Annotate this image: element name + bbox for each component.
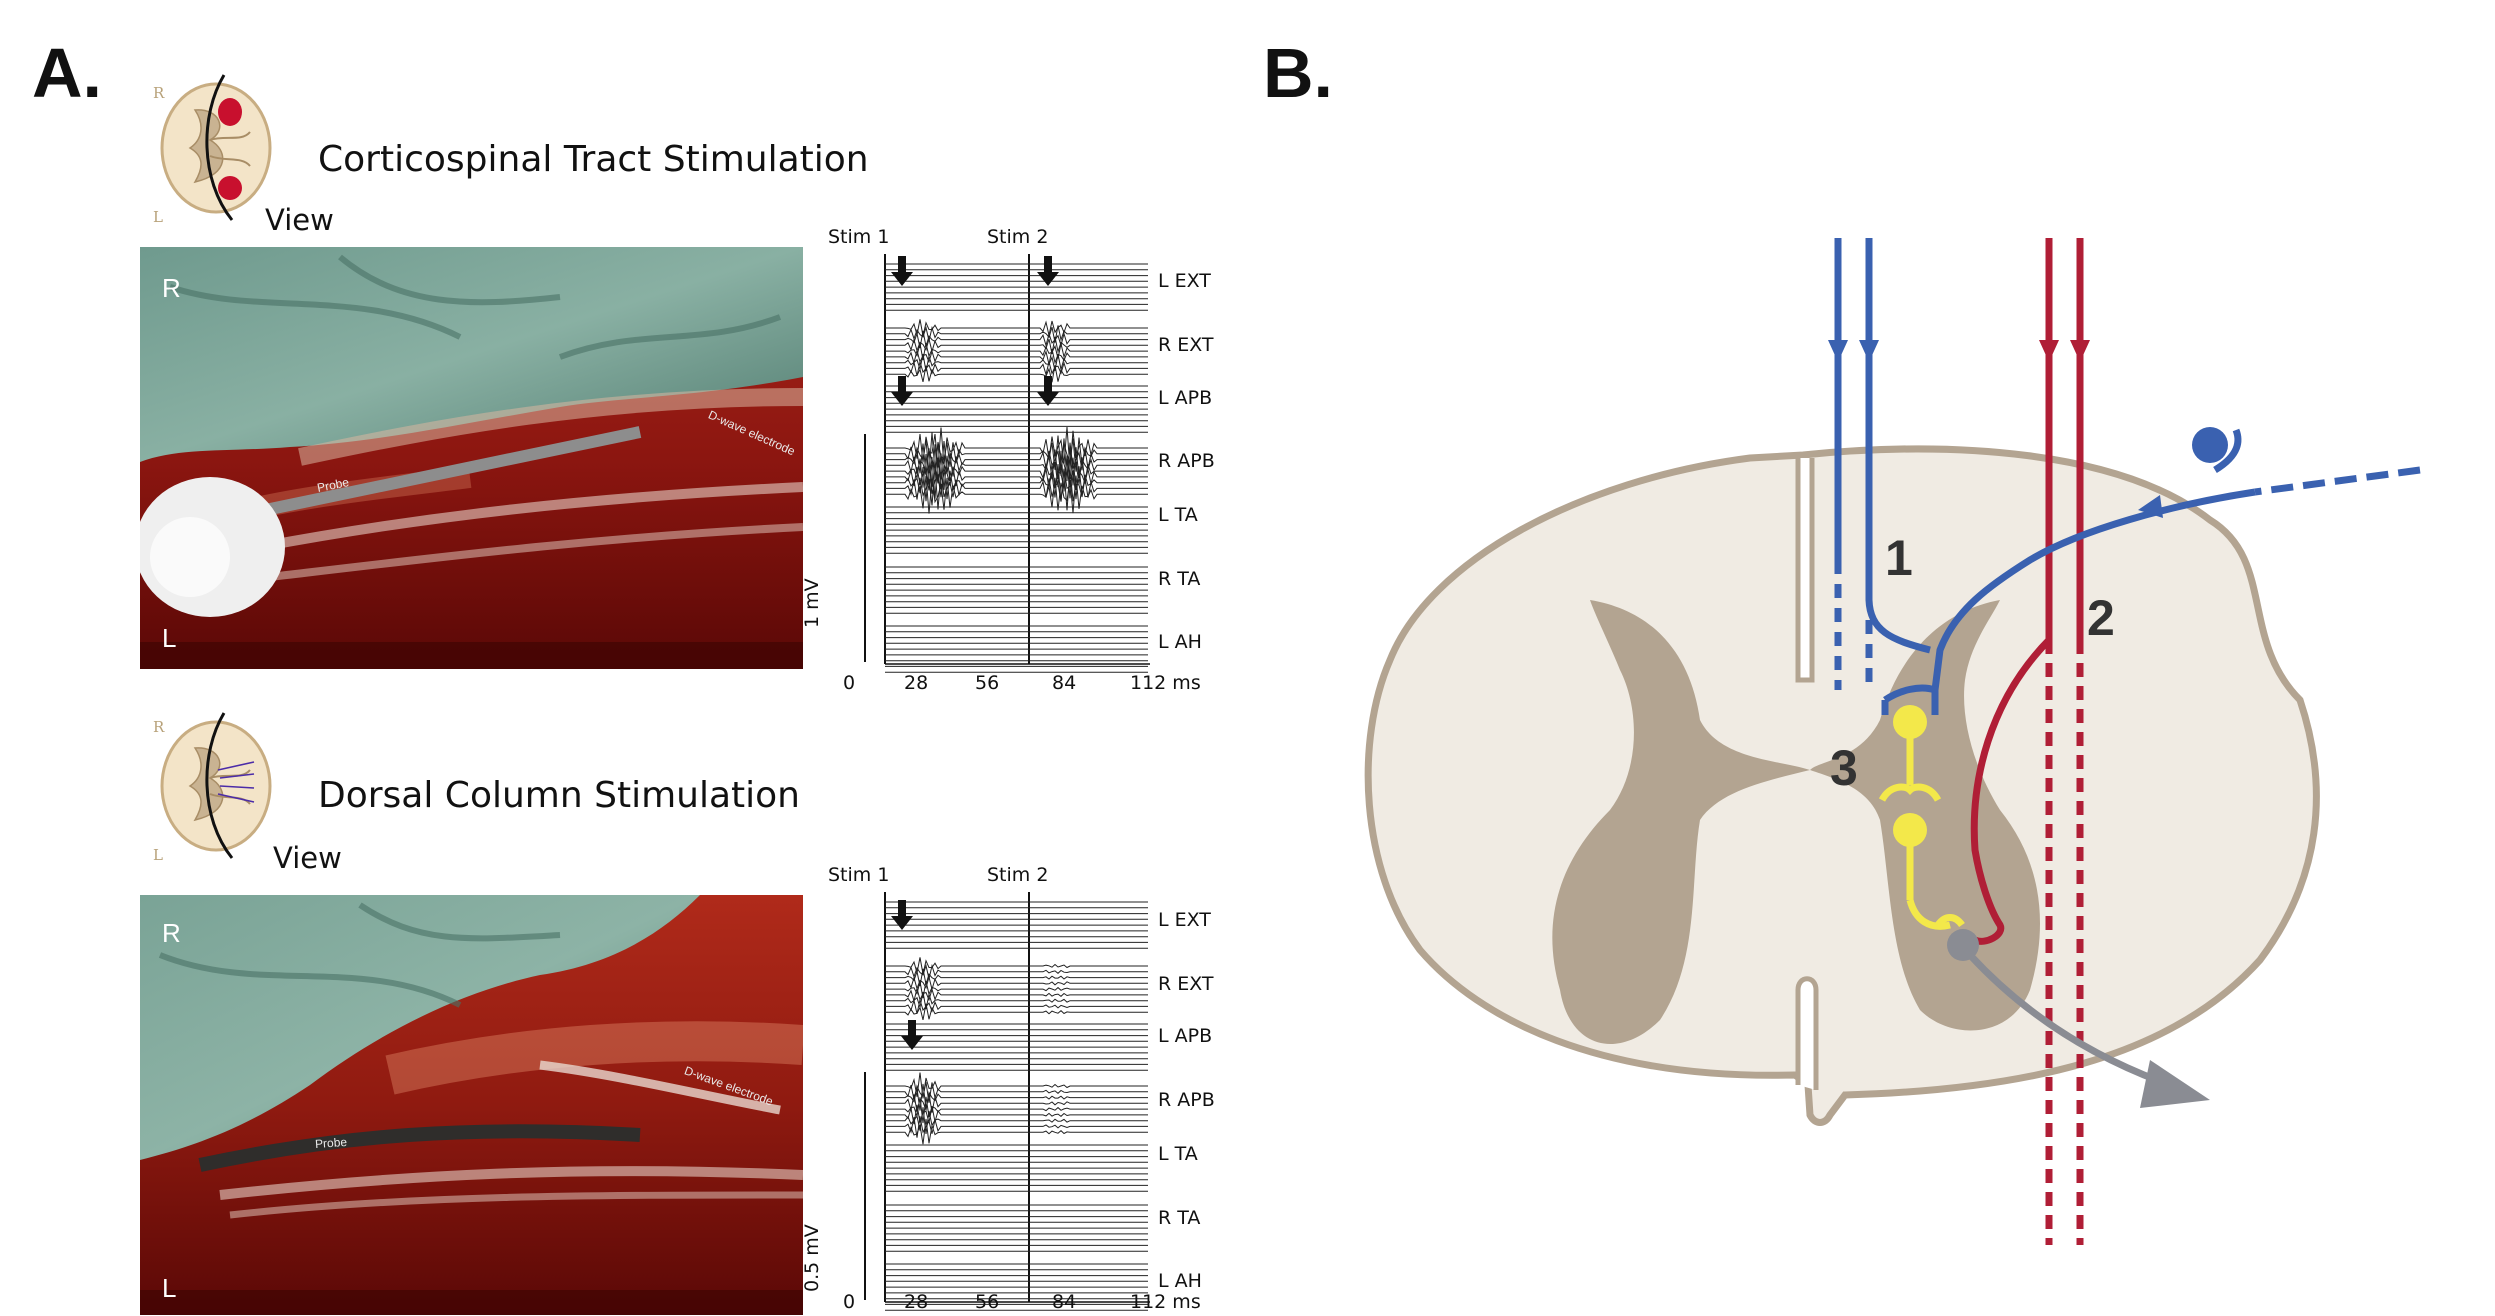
dorsal-median-sulcus — [1795, 458, 1815, 683]
emg-trace-group — [885, 506, 1148, 554]
muscle-label-top-3: R APB — [1158, 450, 1215, 472]
emg-trace-group — [885, 1072, 1148, 1145]
response-arrow — [891, 256, 913, 286]
emg-traces-bottom — [864, 892, 1150, 1311]
emg-trace-group — [885, 426, 1148, 514]
scale-label-bottom: 0.5 mV — [801, 1224, 823, 1292]
photo-r-label: R — [162, 273, 181, 303]
pathway-label-3: 3 — [1830, 740, 1858, 796]
x-tick-bottom-1: 28 — [904, 1291, 929, 1313]
panel-b-letter: B. — [1263, 34, 1333, 112]
surgical-photo-top: R L Probe D-wave electrode — [140, 247, 803, 669]
title-corticospinal: Corticospinal Tract Stimulation — [318, 139, 869, 180]
panel-a-letter: A. — [32, 34, 102, 112]
view-label-bottom: View — [273, 841, 342, 875]
muscle-label-bottom-6: L AH — [1158, 1270, 1202, 1292]
response-arrow — [891, 376, 913, 406]
stim1-label-top: Stim 1 — [828, 226, 890, 248]
emg-trace-group — [885, 1263, 1148, 1311]
response-arrow — [1037, 376, 1059, 406]
stim2-label-top: Stim 2 — [987, 226, 1049, 248]
surgical-field-image-b — [140, 895, 803, 1315]
stim2-label-bottom: Stim 2 — [987, 864, 1049, 886]
spinal-cord-diagram: 1 2 3 — [1364, 238, 2421, 1245]
schematic-r-label-b: R — [153, 718, 165, 736]
pathway-label-2: 2 — [2087, 590, 2115, 646]
view-label-top: View — [265, 203, 334, 237]
x-tick-bottom-2: 56 — [975, 1291, 1000, 1313]
muscle-label-bottom-0: L EXT — [1158, 909, 1211, 931]
motor-axon — [1967, 952, 2172, 1089]
emg-trace-group — [885, 263, 1148, 311]
cord-schematic-top — [160, 74, 272, 221]
motor-axon-arrow — [2140, 1060, 2210, 1108]
emg-trace-group — [885, 625, 1148, 673]
motor-neuron — [1947, 929, 1979, 961]
x-tick-top-4: 112 ms — [1130, 672, 1201, 694]
emg-trace-group — [885, 1144, 1148, 1192]
afferent-cell-body — [2192, 427, 2228, 463]
stimulated-tract-right — [218, 98, 242, 126]
stim1-label-bottom: Stim 1 — [828, 864, 890, 886]
emg-trace-group — [885, 319, 1148, 383]
afferent-arrow — [2138, 495, 2163, 518]
response-arrow — [1037, 256, 1059, 286]
interneuron-1 — [1893, 705, 1927, 739]
arrow-down-blue-2 — [1859, 340, 1879, 362]
pathway-label-1: 1 — [1885, 530, 1913, 586]
grey-matter-right — [1810, 600, 2040, 1031]
x-tick-top-3: 84 — [1052, 672, 1077, 694]
x-tick-bottom-3: 84 — [1052, 1291, 1077, 1313]
muscle-label-top-4: L TA — [1158, 504, 1198, 526]
muscle-label-top-2: L APB — [1158, 387, 1213, 409]
x-tick-top-2: 56 — [975, 672, 1000, 694]
ventral-median-fissure — [1795, 976, 1819, 1090]
surgical-photo-bottom: R L Probe D-wave electrode — [140, 895, 803, 1315]
emg-trace-group — [885, 1023, 1148, 1071]
emg-trace-group — [885, 566, 1148, 614]
muscle-label-bottom-3: R APB — [1158, 1089, 1215, 1111]
response-arrow — [901, 1020, 923, 1050]
muscle-label-bottom-2: L APB — [1158, 1025, 1213, 1047]
arrow-down-red-2 — [2070, 340, 2090, 362]
muscle-label-top-0: L EXT — [1158, 270, 1211, 292]
stimulated-tract-left — [218, 176, 242, 200]
photo-l-label-b: L — [162, 1273, 177, 1303]
schematic-l-label-b: L — [153, 846, 163, 864]
pathway-2-red — [1970, 238, 2084, 1245]
title-dorsal-column: Dorsal Column Stimulation — [318, 775, 800, 816]
muscle-label-top-1: R EXT — [1158, 334, 1214, 356]
x-tick-bottom-0: 0 — [843, 1291, 856, 1313]
response-arrow — [891, 900, 913, 930]
emg-trace-group — [885, 385, 1148, 433]
muscle-label-top-5: R TA — [1158, 568, 1201, 590]
muscle-label-top-6: L AH — [1158, 631, 1202, 653]
schematic-r-label: R — [153, 84, 165, 102]
surgical-field-image — [140, 247, 803, 669]
emg-trace-group — [885, 1204, 1148, 1252]
schematic-l-label: L — [153, 208, 163, 226]
stimulated-fibers — [217, 761, 255, 803]
probe-label-b: Probe — [314, 1134, 348, 1152]
scale-label-top: 1 mV — [801, 578, 823, 628]
afferent-blue — [1881, 428, 2421, 715]
arrow-down-red-1 — [2039, 340, 2059, 362]
photo-r-label-b: R — [162, 918, 181, 948]
emg-traces-top — [864, 254, 1150, 673]
interneuron-2 — [1893, 813, 1927, 847]
arrow-down-blue-1 — [1828, 340, 1848, 362]
emg-trace-group — [885, 957, 1148, 1021]
emg-trace-group — [885, 901, 1148, 949]
grey-matter-left — [1552, 600, 1810, 1044]
x-tick-top-0: 0 — [843, 672, 856, 694]
muscle-label-bottom-5: R TA — [1158, 1207, 1201, 1229]
x-tick-bottom-4: 112 ms — [1130, 1291, 1201, 1313]
cord-schematic-bottom — [160, 712, 272, 859]
x-tick-top-1: 28 — [904, 672, 929, 694]
muscle-label-bottom-1: R EXT — [1158, 973, 1214, 995]
muscle-label-bottom-4: L TA — [1158, 1143, 1198, 1165]
photo-l-label: L — [162, 623, 177, 653]
pathway-1-blue — [1834, 238, 1931, 690]
